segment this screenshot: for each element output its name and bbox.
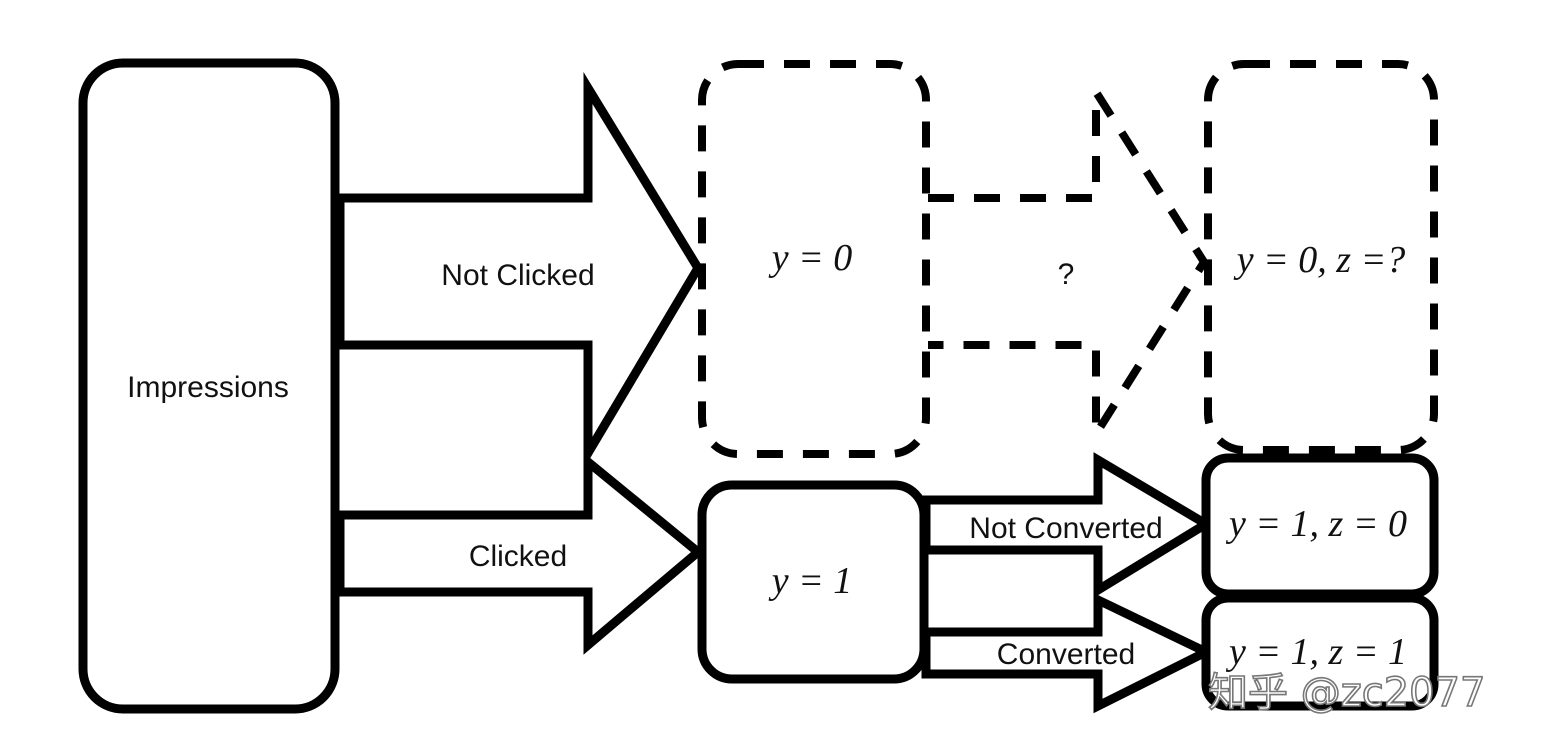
impressions-box [78, 58, 340, 714]
y0-z-unknown-box [1204, 60, 1438, 454]
y0-z-unknown-label: y = 0, z =? [1233, 239, 1405, 281]
not-converted-label: Not Converted [969, 512, 1162, 545]
not-clicked-arrow [335, 72, 704, 470]
unknown-label: ? [1058, 258, 1075, 291]
y0-label: y = 0 [768, 237, 853, 279]
converted-arrow [921, 592, 1217, 714]
clicked-arrow [335, 452, 706, 655]
y1-box [697, 480, 929, 684]
clicked-label: Clicked [469, 540, 567, 573]
watermark-text: 知乎 @zc2077 [1208, 670, 1486, 716]
converted-label: Converted [997, 638, 1135, 671]
y0-box [698, 60, 930, 458]
y1-z1-label: y = 1, z = 1 [1225, 631, 1407, 673]
y1-label: y = 1 [768, 560, 853, 602]
not-converted-arrow [921, 452, 1215, 599]
not-clicked-label: Not Clicked [441, 259, 594, 292]
y1-z0-label: y = 1, z = 0 [1225, 503, 1407, 545]
y1-z1-box [1201, 593, 1439, 711]
impressions-label: Impressions [127, 371, 289, 404]
